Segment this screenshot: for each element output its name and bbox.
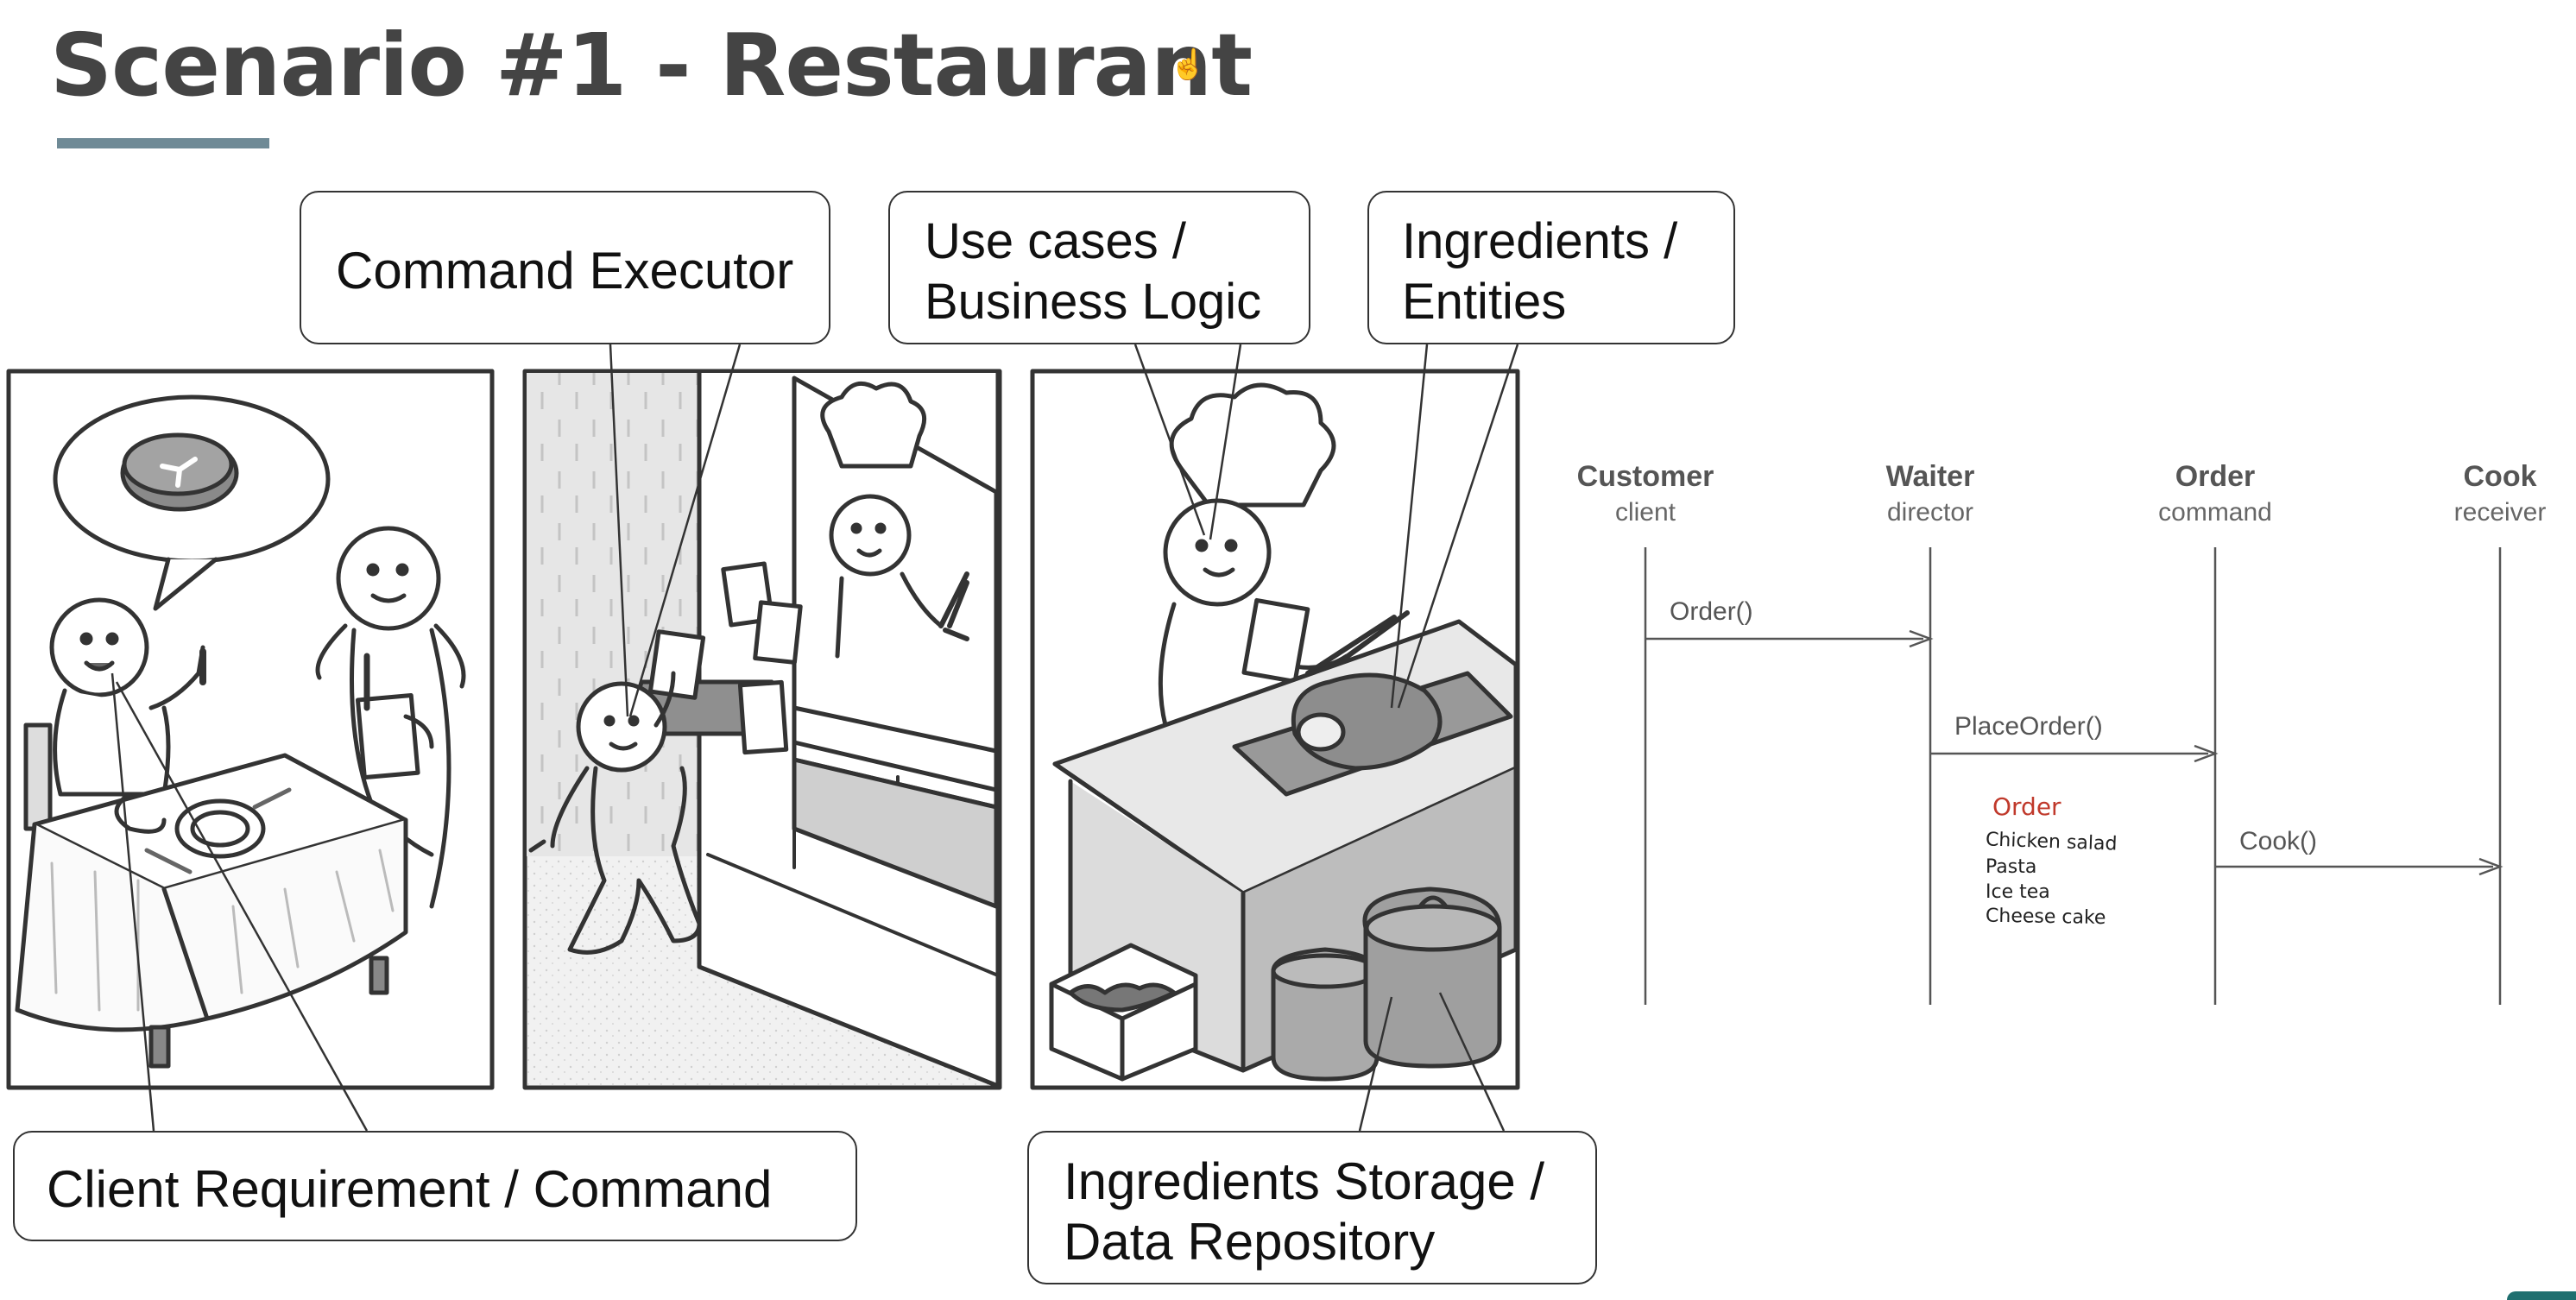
panel-customer: [6, 369, 495, 1090]
slide-title: Scenario #1 - Restaurant: [50, 15, 1253, 116]
participant-name: Order: [2175, 460, 2256, 493]
participant-name: Waiter: [1885, 460, 1975, 493]
message-order: Order(): [1670, 597, 1753, 626]
label-use-cases-line2: Business Logic: [925, 274, 1262, 330]
label-storage-line1: Ingredients Storage /: [1064, 1152, 1545, 1210]
order-note-title: Order: [1992, 792, 2061, 821]
label-command-executor-text: Command Executor: [336, 242, 794, 300]
order-note-item: Chicken salad: [1985, 829, 2118, 855]
panel-kitchen: [1030, 369, 1520, 1090]
label-ingredients-line2: Entities: [1402, 274, 1567, 330]
label-use-cases-line1: Use cases /: [925, 213, 1186, 269]
participant-waiter: Waiter director: [1818, 458, 2042, 530]
order-note: Order Chicken salad Pasta Ice tea Cheese…: [1985, 792, 2118, 930]
participant-name: Cook: [2463, 460, 2537, 493]
participant-role: command: [2158, 498, 2272, 527]
message-place-order: PlaceOrder(): [1954, 712, 2103, 741]
label-storage-line2: Data Repository: [1064, 1213, 1436, 1271]
participant-cook: Cook receiver: [2388, 458, 2576, 530]
hand-pointer-icon: ☝: [1170, 48, 1207, 81]
participant-name: Customer: [1576, 460, 1714, 493]
label-ingredients: Ingredients / Entities: [1367, 191, 1735, 344]
label-client-requirement: Client Requirement / Command: [13, 1131, 857, 1241]
callout-lines: [110, 344, 1519, 1132]
sequence-lines: [1644, 547, 2503, 1005]
order-note-item: Pasta: [1986, 856, 2037, 878]
title-underline: [57, 138, 269, 148]
message-cook: Cook(): [2239, 827, 2318, 855]
participant-role: receiver: [2453, 498, 2547, 527]
participant-role: client: [1614, 498, 1676, 527]
label-ingredients-line1: Ingredients /: [1402, 213, 1678, 269]
panel-order-window: [522, 369, 1002, 1090]
participant-role: director: [1886, 498, 1974, 527]
corner-accent: [2507, 1291, 2576, 1300]
label-client-requirement-text: Client Requirement / Command: [47, 1160, 773, 1218]
participant-customer: Customer client: [1533, 458, 1758, 530]
order-note-item: Ice tea: [1986, 881, 2050, 903]
label-ingredients-storage: Ingredients Storage / Data Repository: [1027, 1131, 1597, 1284]
order-note-items: Chicken salad Pasta Ice tea Cheese cake: [1985, 829, 2118, 930]
label-use-cases: Use cases / Business Logic: [888, 191, 1310, 344]
order-note-item: Cheese cake: [1985, 905, 2106, 930]
label-command-executor: Command Executor: [300, 191, 830, 344]
participant-order: Order command: [2103, 458, 2327, 530]
